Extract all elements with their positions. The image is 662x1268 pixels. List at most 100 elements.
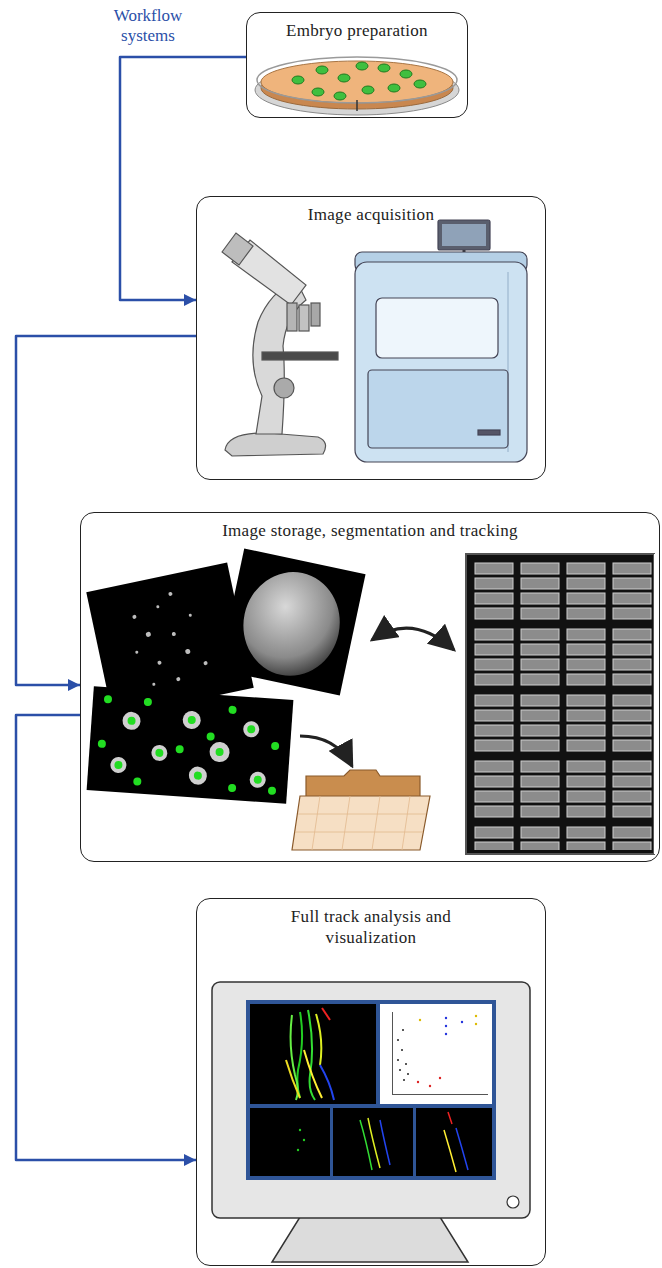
art-g [297,1129,305,1151]
art-rect [416,1108,492,1176]
art-rect [299,305,309,331]
art-circle [243,721,260,738]
art-rect [368,370,508,448]
art-circle [397,1059,399,1061]
art-circle [133,777,142,786]
art-circle [228,784,237,793]
art-rect [376,298,498,358]
art-circle [268,787,277,796]
art-circle [145,631,151,637]
server-rack [466,554,659,854]
art-circle [209,741,230,762]
workflow-arrow [16,715,196,1160]
art-rect [218,548,365,695]
art-rect [246,1000,496,1180]
art-path [316,1014,321,1065]
art-circle [157,660,162,665]
art-path [272,1217,468,1262]
art-circle [132,615,137,620]
art-circle [182,710,201,729]
art-path [448,1112,452,1124]
art-rect [87,686,294,804]
art-line [356,100,358,111]
workflow-label: Workflow systems [104,6,192,47]
art-rect [333,1108,413,1176]
art-rect [355,262,527,462]
stage-box: Full track analysis and visualization [196,898,546,1266]
art-circle [403,1079,405,1081]
art-circle [271,742,280,751]
art-circle [401,1049,403,1051]
art-circle [98,740,107,749]
art-ellipse [362,86,374,94]
art-rect [380,1004,492,1104]
art-path [322,1008,330,1020]
art-rect [474,562,658,850]
workflow-arrow [16,336,196,685]
microscope [222,233,338,456]
art-circle [407,1073,409,1075]
art-circle [507,1196,519,1208]
art-rect [311,303,320,326]
art-rect [262,352,338,360]
art-g [95,695,282,795]
art-circle [405,1063,407,1065]
art-circle [303,1139,305,1141]
art-circle [419,1019,421,1021]
art-circle [249,771,266,788]
art-circle [155,749,164,758]
stage-box: Embryo preparation [246,12,468,118]
art-polygon [222,233,253,265]
art-path [292,796,430,850]
art-circle [194,771,203,780]
art-g [360,1112,468,1172]
art-rect [478,430,500,435]
art-circle [156,605,160,609]
art-ellipse [316,66,328,74]
art-path [291,1015,298,1100]
art-rect [442,224,486,246]
art-circle [402,1029,404,1031]
art-circle [445,1017,447,1019]
art-circle [215,748,224,757]
art-line [298,814,426,815]
art-circle [461,1021,463,1023]
art-line [372,796,380,850]
stage-box: Image storage, segmentation and tracking [80,512,660,862]
folder-icon [292,770,430,850]
art-line [295,832,423,833]
art-rect [212,982,530,1218]
art-circle [189,613,193,617]
art-circle [135,650,139,654]
art-ellipse [234,563,350,685]
box-title: Image acquisition [206,204,536,225]
art-g [292,62,426,100]
art-ellipse [400,70,412,78]
art-circle [185,649,191,655]
art-g [397,1029,409,1081]
art-circle [417,1081,419,1083]
art-circle [203,661,208,666]
art-circle [168,592,173,597]
art-path [444,1130,456,1172]
art-path [308,1010,315,1100]
art-circle [299,1129,301,1131]
art-circle [397,1039,399,1041]
art-circle [144,698,153,707]
art-circle [187,716,196,725]
box-title: Full track analysis and visualization [269,906,474,949]
art-ellipse [378,64,390,72]
art-circle [114,761,123,770]
art-ellipse [257,57,457,103]
art-g [286,1008,334,1100]
art-circle [429,1085,431,1087]
art-circle [399,1069,401,1071]
art-g [392,1012,488,1095]
art-circle [175,745,184,754]
art-g [295,796,426,850]
art-circle [152,683,156,687]
art-circle [247,725,256,734]
